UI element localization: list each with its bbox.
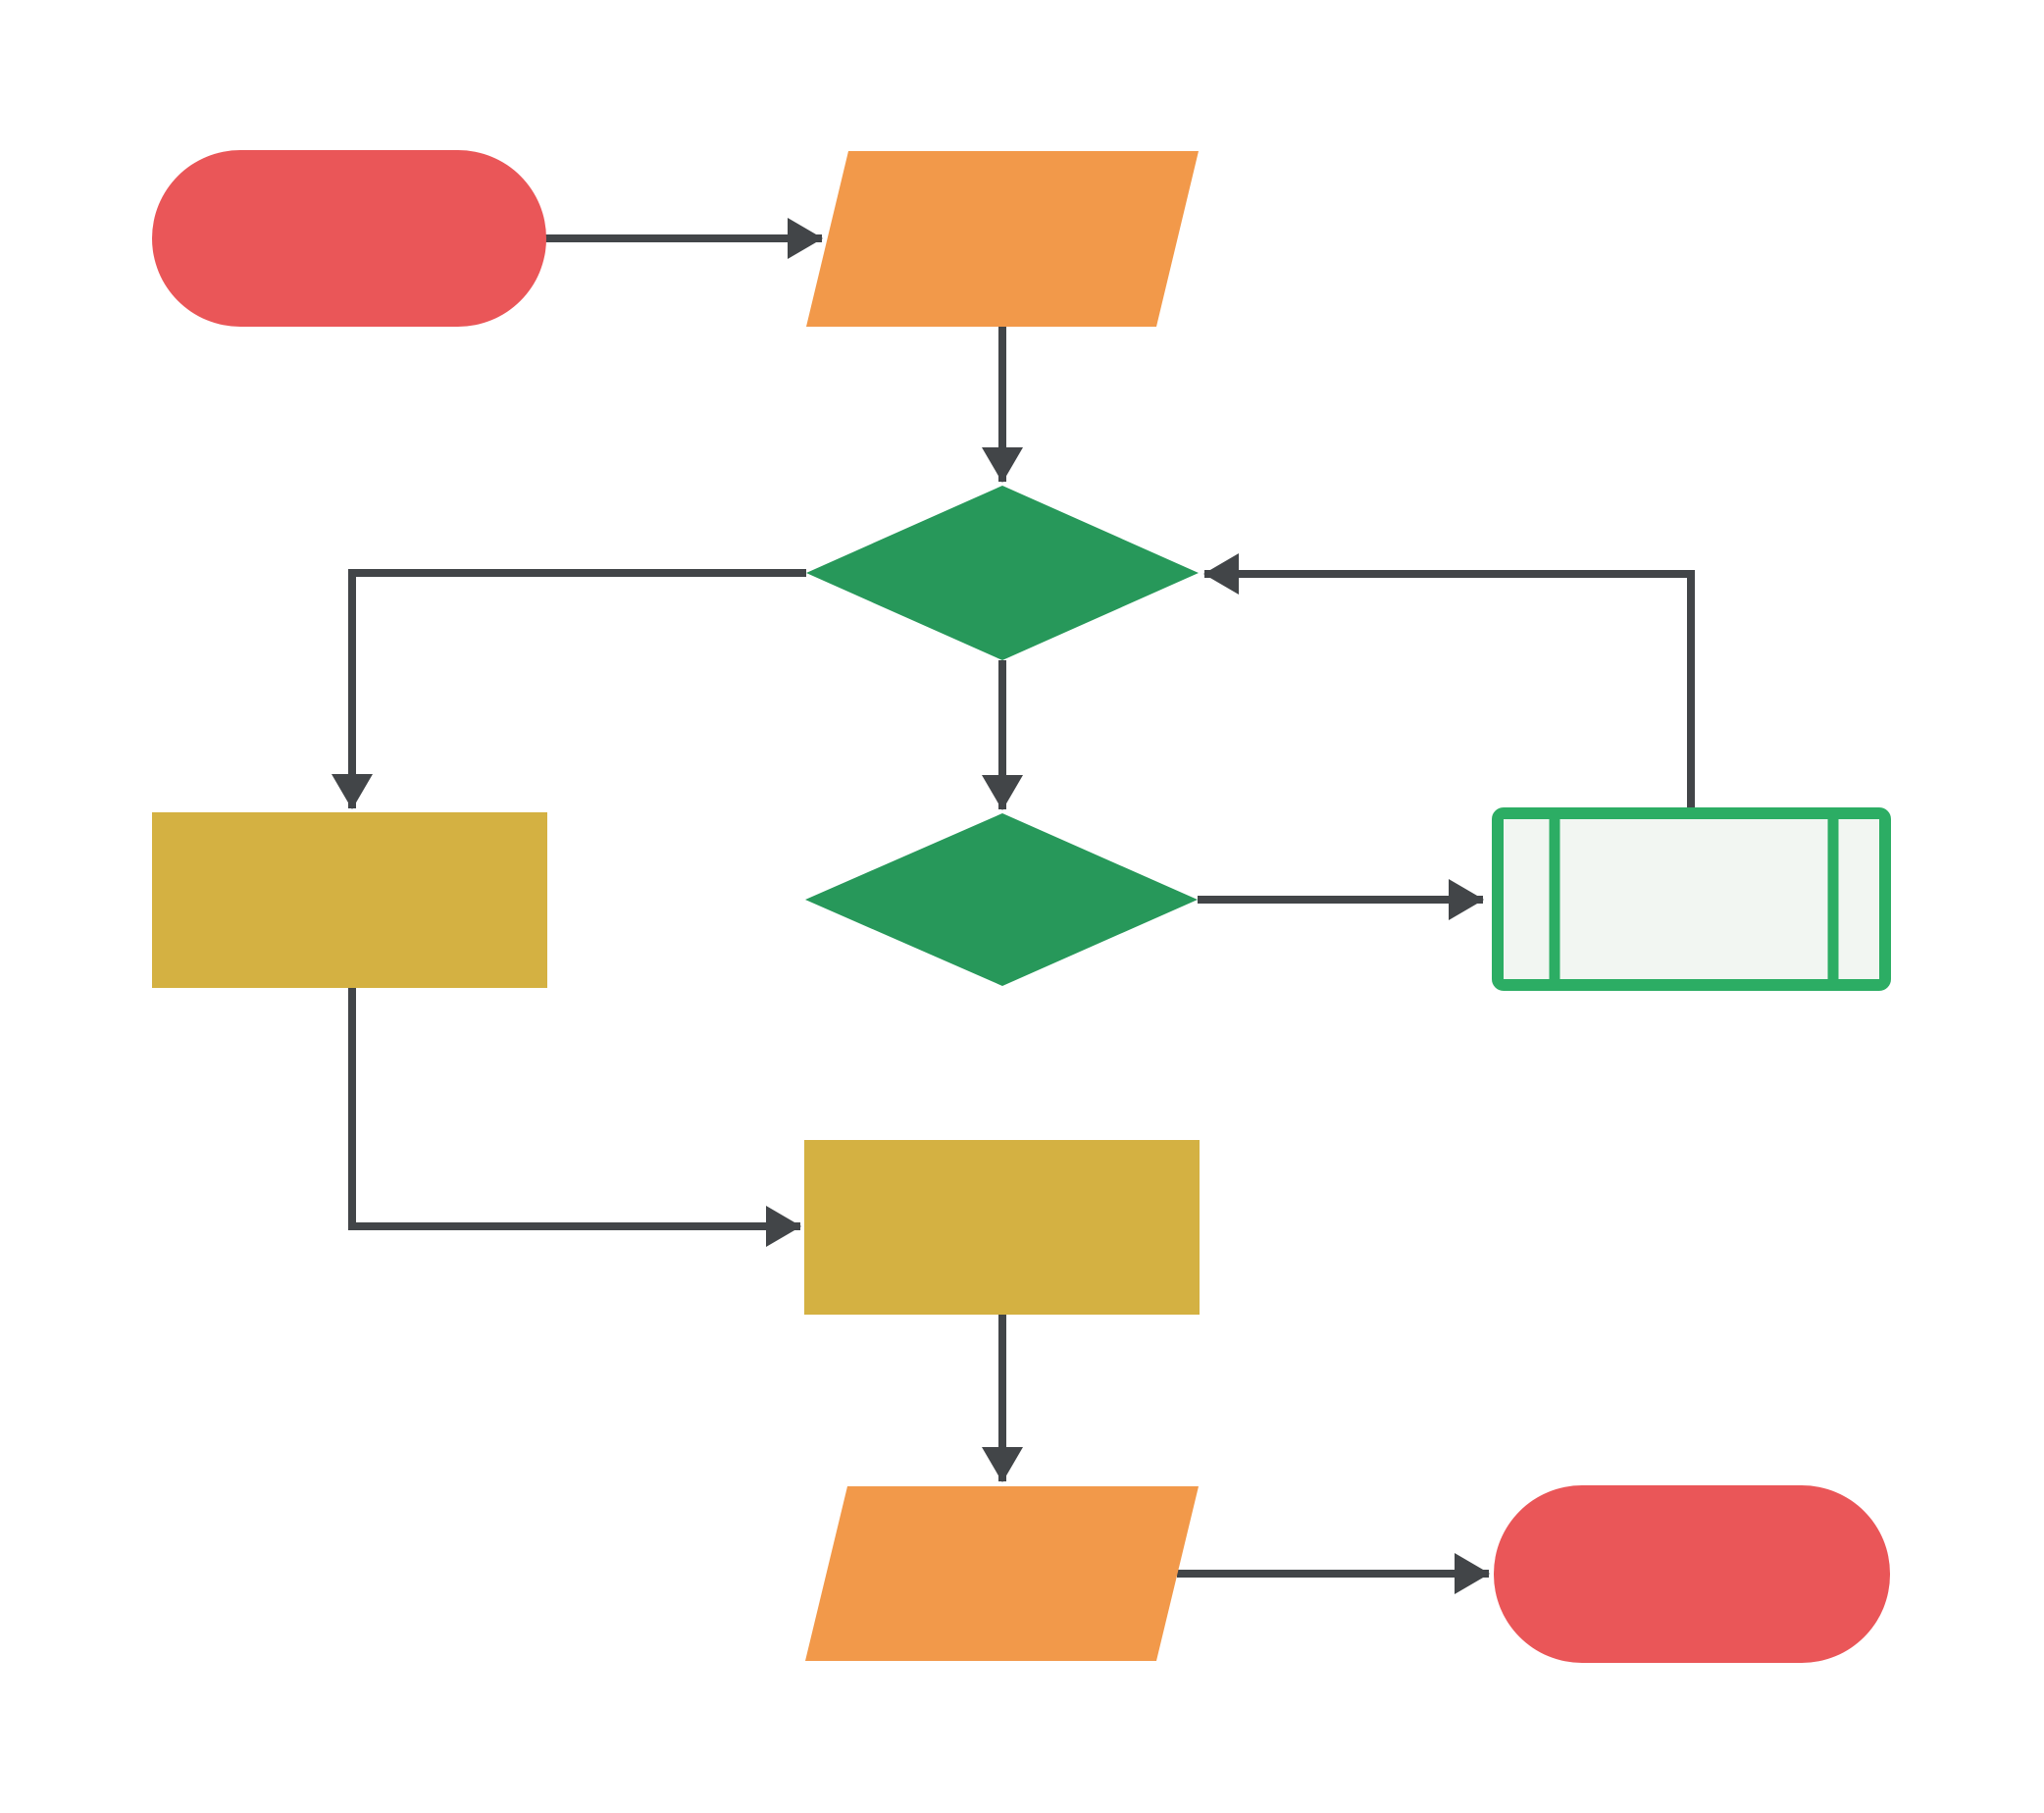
connector-subroutine-to-decision1-loop bbox=[1203, 553, 1695, 813]
node-output-io-parallelogram bbox=[805, 1486, 1199, 1661]
node-subroutine-predefined-process bbox=[1492, 807, 1891, 991]
node-process-center-rectangle bbox=[804, 1140, 1200, 1315]
connector-process-left-to-process-center bbox=[348, 988, 801, 1247]
node-end-terminator bbox=[1494, 1485, 1890, 1663]
node-process-left-rectangle bbox=[152, 812, 547, 988]
subroutine-body bbox=[1492, 807, 1891, 991]
node-input-io-parallelogram bbox=[806, 151, 1199, 327]
node-decision-2-diamond bbox=[805, 813, 1198, 986]
connector-decision1-to-process-left bbox=[332, 569, 806, 809]
node-decision-1-diamond bbox=[806, 486, 1199, 660]
node-start-terminator bbox=[152, 150, 546, 327]
